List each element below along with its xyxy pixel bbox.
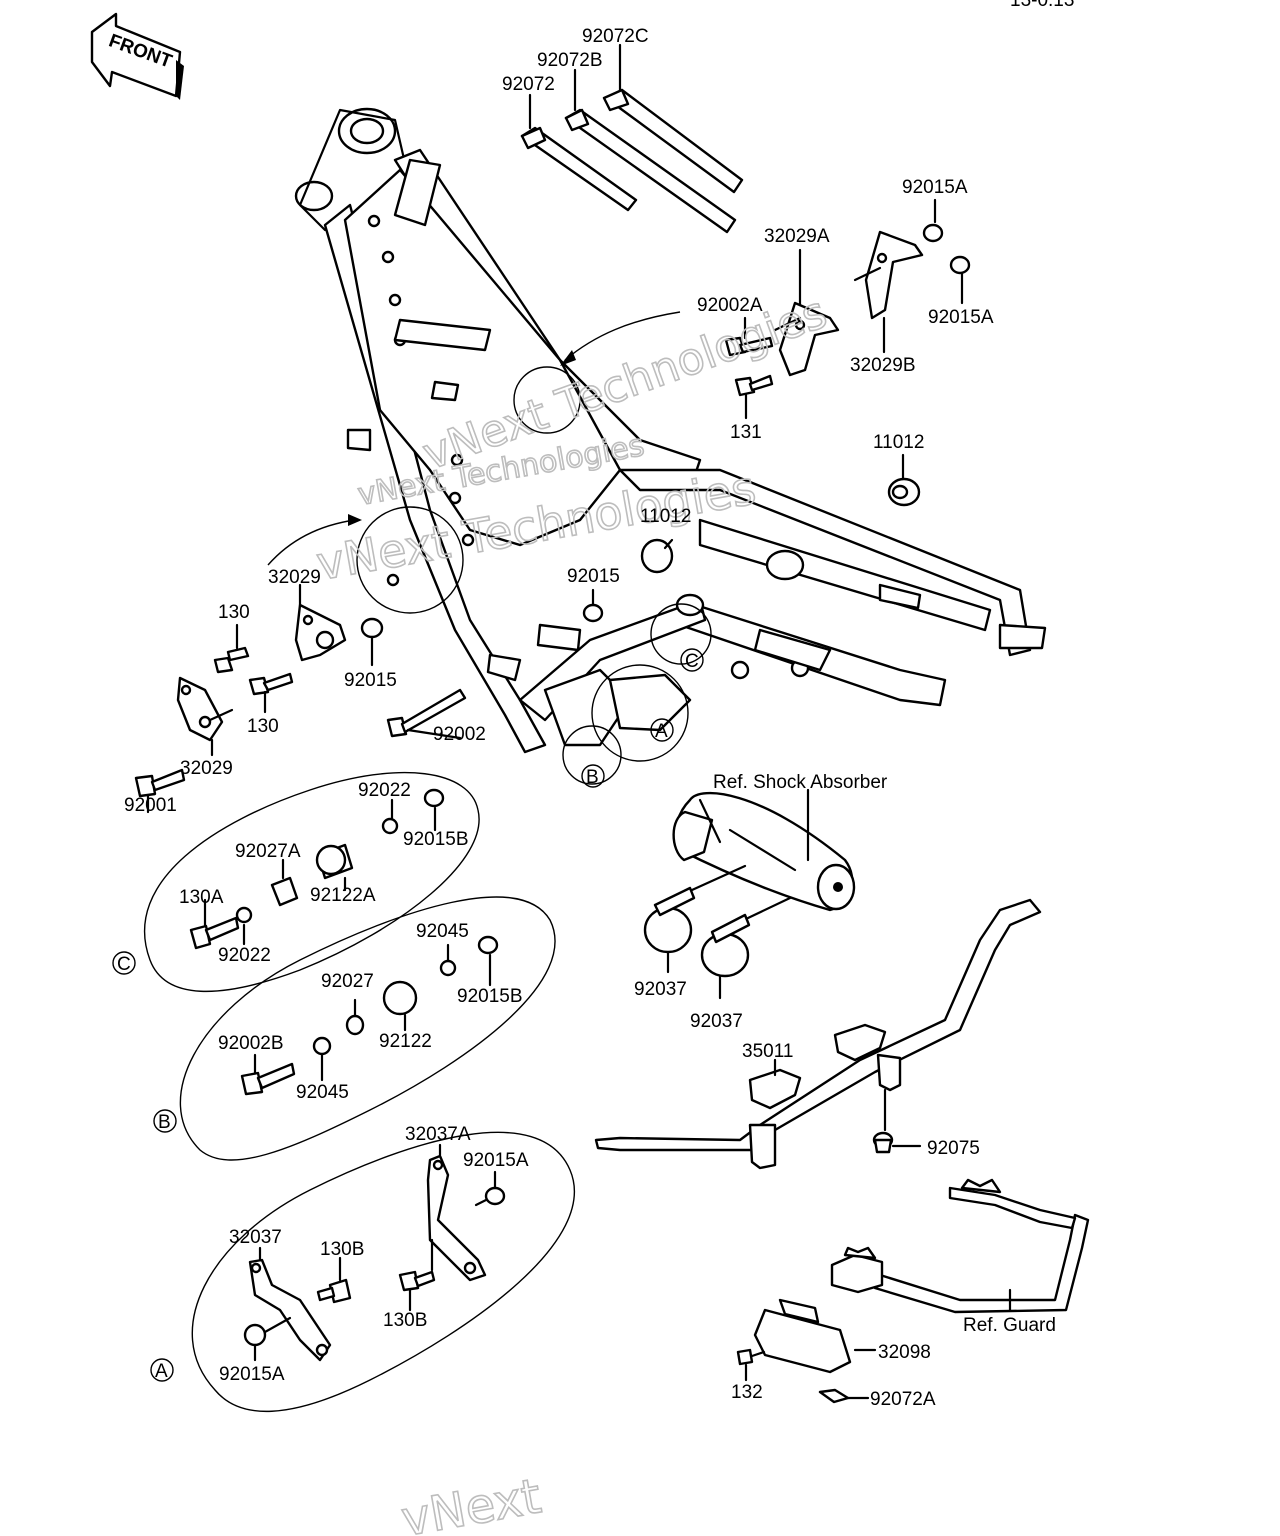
label-b-92015b: 92015B — [457, 986, 523, 1007]
svg-text:A: A — [655, 721, 668, 742]
detail-a-group: A — [150, 1131, 576, 1412]
svg-text:C: C — [117, 954, 131, 975]
strap-92072b — [564, 68, 737, 234]
clamp-92037-left — [643, 864, 747, 974]
plug-92075 — [872, 1131, 922, 1154]
watermark-4: vNext — [397, 1468, 545, 1536]
bolt-92002 — [386, 688, 467, 740]
label-92015-left: 92015 — [344, 670, 397, 691]
label-92015-mid: 92015 — [567, 566, 620, 587]
bracket-32029b — [853, 230, 924, 354]
label-a-32037: 32037 — [229, 1227, 282, 1248]
watermarks: vNext Technologies vNext Technologies vN… — [312, 286, 834, 1536]
label-92075: 92075 — [927, 1138, 980, 1159]
label-131: 131 — [730, 422, 762, 443]
corner-code: 13-0.13 — [1010, 0, 1074, 11]
bolt-92001 — [134, 768, 186, 814]
label-11012-top: 11012 — [873, 432, 924, 453]
grommet-11012-top — [887, 453, 921, 507]
label-92002a: 92002A — [697, 295, 763, 316]
bracket-32029-lower — [176, 676, 234, 757]
nut-92015a-right — [949, 255, 971, 305]
detail-c-group: C — [112, 771, 480, 992]
callout-a-detail: A — [150, 1358, 174, 1382]
label-b-92122: 92122 — [379, 1031, 432, 1052]
label-c-92122a: 92122A — [310, 885, 376, 906]
callout-c-detail: C — [112, 951, 136, 975]
label-a-130b-top: 130B — [320, 1239, 364, 1260]
nut-92015-mid — [582, 588, 604, 623]
label-a-92015a-top: 92015A — [463, 1150, 529, 1171]
bolt-92002a — [724, 316, 802, 357]
bolt-131 — [734, 374, 774, 420]
strap-92072 — [520, 93, 638, 212]
shock-absorber-reference — [672, 788, 856, 912]
callout-b-detail: B — [153, 1109, 177, 1133]
label-130-mid: 130 — [247, 716, 279, 737]
label-11012-mid: 11012 — [640, 506, 691, 527]
svg-text:B: B — [586, 767, 599, 788]
label-b-92027: 92027 — [321, 971, 374, 992]
svg-text:C: C — [685, 651, 699, 672]
nut-92015-left — [360, 617, 384, 667]
label-32029b: 32029B — [850, 355, 916, 376]
label-35011: 35011 — [742, 1041, 793, 1062]
bolt-130-top — [213, 623, 250, 674]
label-c-92015b: 92015B — [403, 829, 469, 850]
main-frame — [294, 107, 1047, 754]
svg-text:B: B — [158, 1112, 171, 1133]
stay-bar-35011 — [594, 898, 1042, 1170]
bolt-130-mid — [248, 672, 294, 714]
label-130-top: 130 — [218, 602, 250, 623]
callout-a-frame: A — [650, 718, 674, 742]
callout-c-frame: C — [680, 648, 704, 672]
label-a-130b-bot: 130B — [383, 1310, 427, 1331]
label-92015a-right: 92015A — [928, 307, 994, 328]
callout-b-frame: B — [581, 764, 605, 788]
clip-92072a — [818, 1388, 870, 1404]
label-a-92015a-bot: 92015A — [219, 1364, 285, 1385]
label-32098: 32098 — [878, 1342, 931, 1363]
label-c-92022-bot: 92022 — [218, 945, 271, 966]
label-92037-right: 92037 — [690, 1011, 743, 1032]
label-92002: 92002 — [433, 724, 486, 745]
label-c-92027a: 92027A — [235, 841, 301, 862]
label-ref-guard: Ref. Guard — [963, 1315, 1056, 1336]
label-c-130a: 130A — [179, 887, 224, 908]
label-92001: 92001 — [124, 795, 177, 816]
detail-b-group: B — [153, 896, 556, 1161]
label-132: 132 — [731, 1382, 763, 1403]
label-92072a: 92072A — [870, 1389, 936, 1410]
label-92037-left: 92037 — [634, 979, 687, 1000]
label-b-92002b: 92002B — [218, 1033, 284, 1054]
cap-11012-mid — [640, 538, 674, 574]
label-ref-shock-absorber: Ref. Shock Absorber — [713, 772, 888, 793]
label-32029a: 32029A — [764, 226, 830, 247]
label-a-32037a: 32037A — [405, 1124, 471, 1145]
clamp-92037-right — [700, 896, 792, 1000]
strap-92072c — [602, 43, 744, 194]
label-32029-lower: 32029 — [180, 758, 233, 779]
label-92015a-top: 92015A — [902, 177, 968, 198]
front-arrow-icon: FRONT — [90, 12, 184, 100]
label-b-92045-bot: 92045 — [296, 1082, 349, 1103]
frame-detail-circles — [267, 311, 712, 785]
screw-132 — [736, 1348, 766, 1382]
label-92072c: 92072C — [582, 26, 649, 47]
label-92072b: 92072B — [537, 50, 603, 71]
label-32029-upper: 32029 — [268, 567, 321, 588]
part-labels: 92072C 92072B 92072 92015A 32029A 92002A… — [124, 26, 1056, 1410]
cover-32098 — [753, 1298, 877, 1374]
guard-reference — [830, 1178, 1090, 1314]
nut-92015a-top — [922, 198, 944, 243]
label-92072: 92072 — [502, 74, 555, 95]
svg-text:A: A — [155, 1361, 168, 1382]
bracket-32029-upper — [294, 583, 347, 662]
label-b-92045-top: 92045 — [416, 921, 469, 942]
label-c-92022-top: 92022 — [358, 780, 411, 801]
